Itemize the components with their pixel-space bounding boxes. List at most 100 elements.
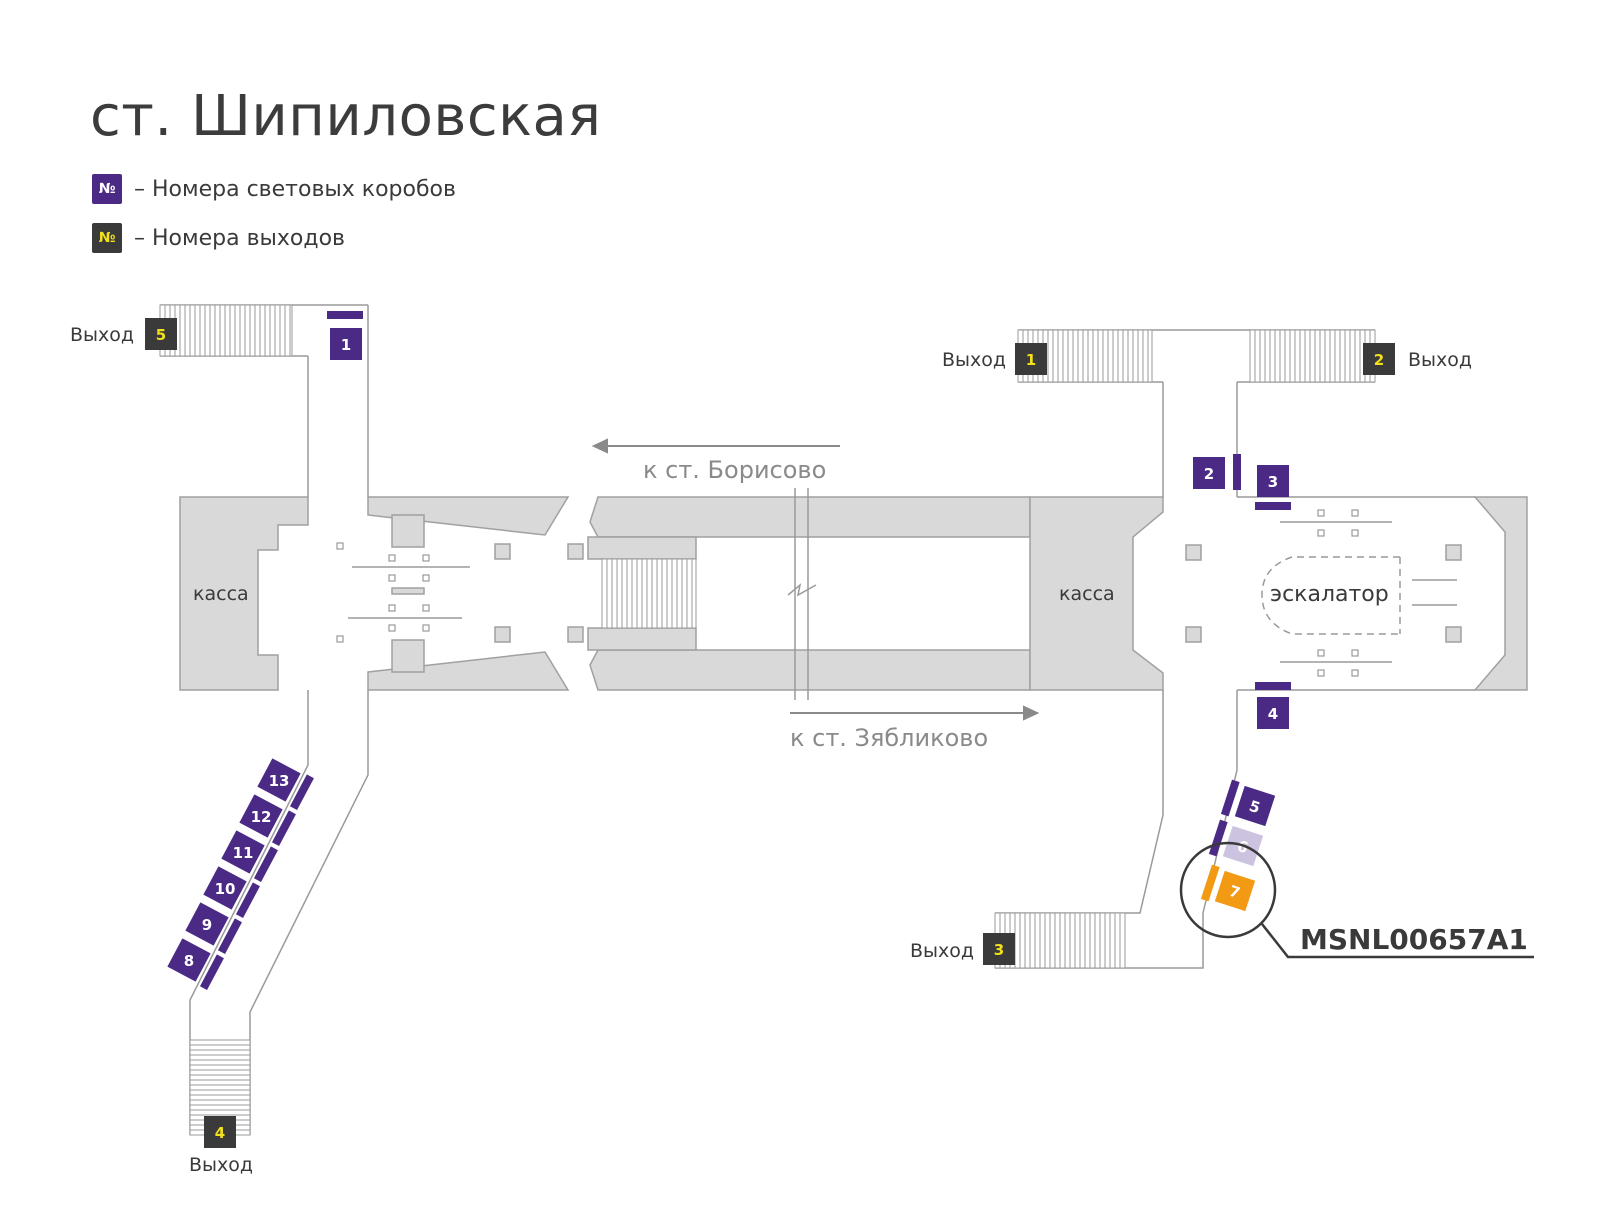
lightbox-1	[330, 328, 362, 360]
label-to-borisovo: к ст. Борисово	[643, 456, 826, 484]
pillar	[1445, 544, 1462, 561]
arrow-borisovo-head	[591, 438, 608, 454]
highlight-leader-line	[1261, 923, 1534, 959]
lightbox-10	[203, 866, 247, 910]
highlight-code: MSNL00657A1	[1300, 923, 1528, 956]
lightbox-1-panel	[327, 311, 363, 319]
exit-3-label: Выход	[910, 940, 974, 962]
legend-lightbox: № – Номера световых коробов	[92, 174, 456, 204]
lightbox-12	[239, 794, 283, 838]
lightbox-10-panel	[235, 882, 260, 918]
lightbox-11	[221, 830, 265, 874]
label-kassa-west: касса	[193, 583, 249, 605]
highlight-circle	[1179, 841, 1277, 939]
lightbox-9	[185, 902, 229, 946]
page-title: ст. Шипиловская	[90, 84, 602, 149]
corridor-stair-block-top	[587, 536, 697, 560]
corridor-wall-top	[589, 496, 1031, 538]
exit-2-number: 2	[1374, 351, 1384, 369]
lightbox-9-group: 9	[185, 902, 242, 954]
east-south-left-wall	[995, 690, 1164, 914]
exit-2-badge	[1363, 343, 1395, 375]
lightbox-9-panel	[217, 918, 242, 954]
lightbox-13	[257, 758, 301, 802]
lightbox-2	[1193, 457, 1225, 489]
legend-exit-text: – Номера выходов	[134, 225, 346, 251]
label-to-zyablikovo: к ст. Зябликово	[790, 724, 988, 752]
east-platform-end	[1473, 496, 1528, 691]
lightbox-8	[167, 938, 211, 982]
exit-1-label: Выход	[942, 349, 1006, 371]
legend-exit: № – Номера выходов	[92, 223, 345, 253]
legend-lightbox-text: – Номера световых коробов	[134, 176, 456, 202]
lightbox-4-panel	[1255, 682, 1291, 690]
lightbox-6-group: 6	[1208, 819, 1264, 867]
lightbox-12-number: 12	[251, 808, 272, 826]
lightbox-13-number: 13	[269, 772, 290, 790]
exit-4-badge	[204, 1116, 236, 1148]
exit-1-number: 1	[1026, 351, 1036, 369]
turnstile-posts	[336, 509, 1359, 677]
lightbox-5-group: 5	[1220, 779, 1276, 827]
lightbox-3-panel	[1255, 502, 1291, 510]
lightbox-5-panel	[1220, 779, 1240, 817]
corridor-break	[787, 488, 817, 700]
lightbox-7	[1214, 870, 1256, 912]
exit-2-label: Выход	[1408, 349, 1472, 371]
lightbox-8-panel	[199, 954, 224, 990]
east-south-right-wall	[995, 690, 1238, 969]
lightbox-11-number: 11	[233, 844, 254, 862]
pillar	[1445, 626, 1462, 643]
pillar	[1185, 544, 1202, 561]
lightbox-9-number: 9	[202, 916, 212, 934]
stairs-exit-2	[1249, 329, 1376, 383]
corridor-stair-block-bottom	[587, 627, 697, 651]
legend-exit-swatch: №	[92, 223, 122, 253]
lightbox-2-panel	[1233, 454, 1241, 490]
lightbox-11-panel	[253, 846, 278, 882]
lightbox-10-number: 10	[215, 880, 236, 898]
stairs-exit-5	[159, 304, 293, 357]
west-kassa-block	[179, 496, 309, 691]
exit-1-badge	[1015, 343, 1047, 375]
lightbox-4-number: 4	[1268, 705, 1278, 723]
lightbox-8-group: 8	[167, 938, 224, 990]
pillar	[494, 626, 511, 643]
lightbox-4	[1257, 697, 1289, 729]
pillar	[567, 626, 584, 643]
pillar	[391, 639, 425, 673]
lightbox-12-panel	[271, 810, 296, 846]
lightbox-7-group: 7	[1200, 864, 1256, 912]
pillar	[567, 543, 584, 560]
lightbox-2-number: 2	[1204, 465, 1214, 483]
lightbox-13-panel	[289, 774, 314, 810]
exit-2: 2 Выход	[1363, 343, 1472, 375]
label-escalator: эскалатор	[1270, 582, 1389, 607]
exit-3-badge	[983, 933, 1015, 965]
pillar	[391, 514, 425, 548]
lightbox-12-group: 12	[239, 794, 296, 846]
lightbox-7-panel	[1200, 864, 1220, 902]
pillar	[1185, 626, 1202, 643]
east-kassa-block	[1029, 496, 1164, 691]
turnstile-bar	[391, 587, 425, 595]
lightbox-1-number: 1	[341, 336, 351, 354]
exit-4-label: Выход	[189, 1154, 253, 1176]
lightbox-8-number: 8	[184, 952, 194, 970]
escalator-outline	[1261, 556, 1400, 635]
legend-lightbox-swatch: №	[92, 174, 122, 204]
lightbox-10-group: 10	[203, 866, 260, 918]
west-funnel-top	[367, 496, 570, 536]
lightbox-3	[1257, 465, 1289, 497]
exit-4-number: 4	[215, 1124, 225, 1142]
stairs-group	[159, 304, 1376, 1136]
label-kassa-east: касса	[1059, 583, 1115, 605]
exit-5: Выход 5	[70, 318, 177, 350]
exit-5-badge	[145, 318, 177, 350]
lightboxes	[327, 311, 1291, 729]
pillar	[494, 543, 511, 560]
lightbox-13-group: 13	[257, 758, 314, 810]
west-funnel-bottom	[367, 651, 570, 691]
